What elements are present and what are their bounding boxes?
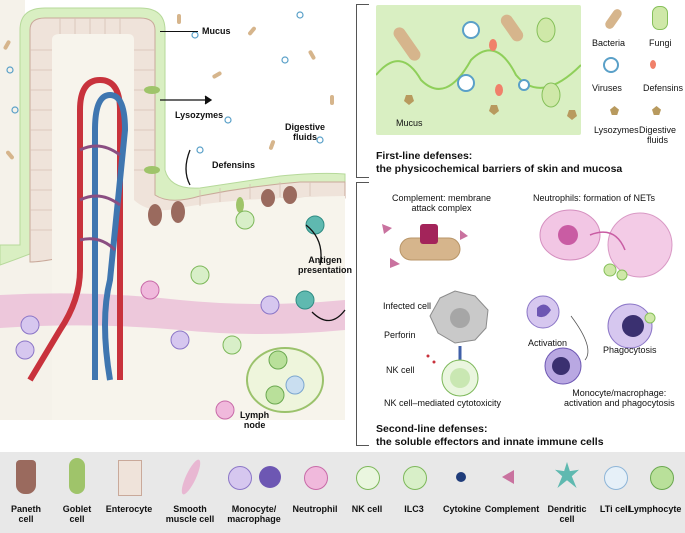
legend-label-dendritic: Dendritic cell — [547, 504, 587, 524]
legend-label-neutrophil: Neutrophil — [292, 504, 338, 514]
muscle-band — [0, 293, 345, 334]
legend-complement-icon — [502, 470, 514, 484]
legend-label-ilc3: ILC3 — [404, 504, 424, 514]
legend-cytokine-icon — [456, 472, 466, 482]
legend-viruses-icon — [603, 57, 619, 73]
legend-label-lti: LTi cell — [599, 504, 631, 514]
legend-lymphocyte-icon — [650, 466, 674, 490]
activation-label: Activation — [528, 338, 568, 348]
perforin-label: Perforin — [384, 330, 416, 340]
monocyte-illustration — [526, 295, 656, 385]
complement-illustration — [382, 224, 468, 268]
legend-neutrophil-icon — [304, 466, 328, 490]
legend-nk-icon — [356, 466, 380, 490]
infected-cell-label: Infected cell — [383, 301, 432, 311]
legend-paneth-icon — [16, 460, 36, 494]
legend-label-complement: Complement — [484, 504, 540, 514]
nk-caption: NK cell–mediated cytotoxicity — [384, 398, 502, 408]
second-line-bracket — [356, 182, 369, 446]
legend-viruses-label: Viruses — [592, 83, 622, 93]
first-line-title: First-line defenses: — [376, 150, 473, 162]
legend-fungi-icon — [652, 6, 668, 30]
tissue-illustration — [0, 0, 346, 420]
second-line-subtitle: the soluble effectors and innate immune … — [376, 436, 604, 448]
legend-label-paneth: Paneth cell — [10, 504, 41, 524]
first-line-subtitle: the physicochemical barriers of skin and… — [376, 163, 623, 175]
enterocyte-grid — [30, 18, 311, 231]
legend-fungi-label: Fungi — [649, 38, 672, 48]
legend-lysozymes-label: Lysozymes — [594, 125, 639, 135]
phagocytosis-label: Phagocytosis — [603, 345, 657, 355]
monocyte-caption: Monocyte/macrophage: activation and phag… — [564, 388, 675, 408]
legend-label-mono: Monocyte/ macrophage — [227, 504, 281, 524]
complement-caption: Complement: membrane attack complex — [392, 193, 492, 213]
legend-defensins-label: Defensins — [643, 83, 684, 93]
antigen-presentation-label: Antigen presentation — [298, 255, 353, 275]
lumen-viruses — [6, 11, 324, 154]
first-line-mucus-label: Mucus — [396, 118, 423, 128]
mucus-pointer — [160, 31, 198, 32]
legend-digestive-fluids-label: Digestive fluids — [639, 125, 677, 145]
defensins-label: Defensins — [212, 160, 256, 170]
blood-vessel-blue — [92, 91, 129, 381]
mucus-label: Mucus — [202, 26, 231, 36]
first-line-panel: Mucus — [376, 5, 581, 135]
legend-strip — [0, 452, 685, 533]
nk-cell-label: NK cell — [386, 365, 415, 375]
goblet-cell — [144, 166, 160, 174]
legend-label-goblet: Goblet cell — [62, 504, 92, 524]
neutrophil-nets-illustration — [539, 209, 673, 281]
legend-label-cytokine: Cytokine — [442, 504, 481, 514]
legend-bacteria-label: Bacteria — [592, 38, 626, 48]
legend-label-nk: NK cell — [351, 504, 383, 514]
legend-lysozymes-icon — [610, 106, 619, 115]
paneth-cells — [148, 186, 297, 226]
annotation-arrows — [160, 95, 346, 322]
neutrophils-caption: Neutrophils: formation of NETs — [533, 193, 656, 203]
legend-digestive-fluids-icon — [652, 106, 661, 115]
legend-label-lymphocyte: Lymphocyte — [628, 504, 682, 514]
lumen-microbes — [3, 14, 334, 160]
legend-mono-icon — [228, 466, 252, 490]
legend-goblet-icon — [69, 458, 85, 494]
lymph-node-label: Lymph node — [240, 410, 270, 430]
lysozymes-label: Lysozymes — [175, 110, 224, 120]
legend-label-smooth: Smooth muscle cell — [165, 504, 215, 524]
legend-mono-icon-2 — [259, 466, 281, 488]
legend-defensins-icon — [650, 60, 656, 69]
legend-bacteria-icon — [603, 7, 624, 31]
legend-lti-icon — [604, 466, 628, 490]
digestive-fluids-label: Digestive fluids — [285, 122, 326, 142]
legend-label-enterocyte: Enterocyte — [105, 504, 153, 514]
legend-enterocyte-icon — [118, 460, 142, 496]
blood-vessel-branches — [79, 144, 121, 252]
tissue-immune-cells — [15, 210, 325, 420]
goblet-cell — [144, 86, 160, 94]
nk-cytotoxicity-illustration — [426, 290, 489, 397]
second-line-title: Second-line defenses: — [376, 423, 488, 435]
first-line-bracket — [356, 4, 369, 178]
legend-ilc3-icon — [403, 466, 427, 490]
goblet-cell — [236, 197, 244, 213]
blood-vessel-red — [27, 76, 123, 382]
